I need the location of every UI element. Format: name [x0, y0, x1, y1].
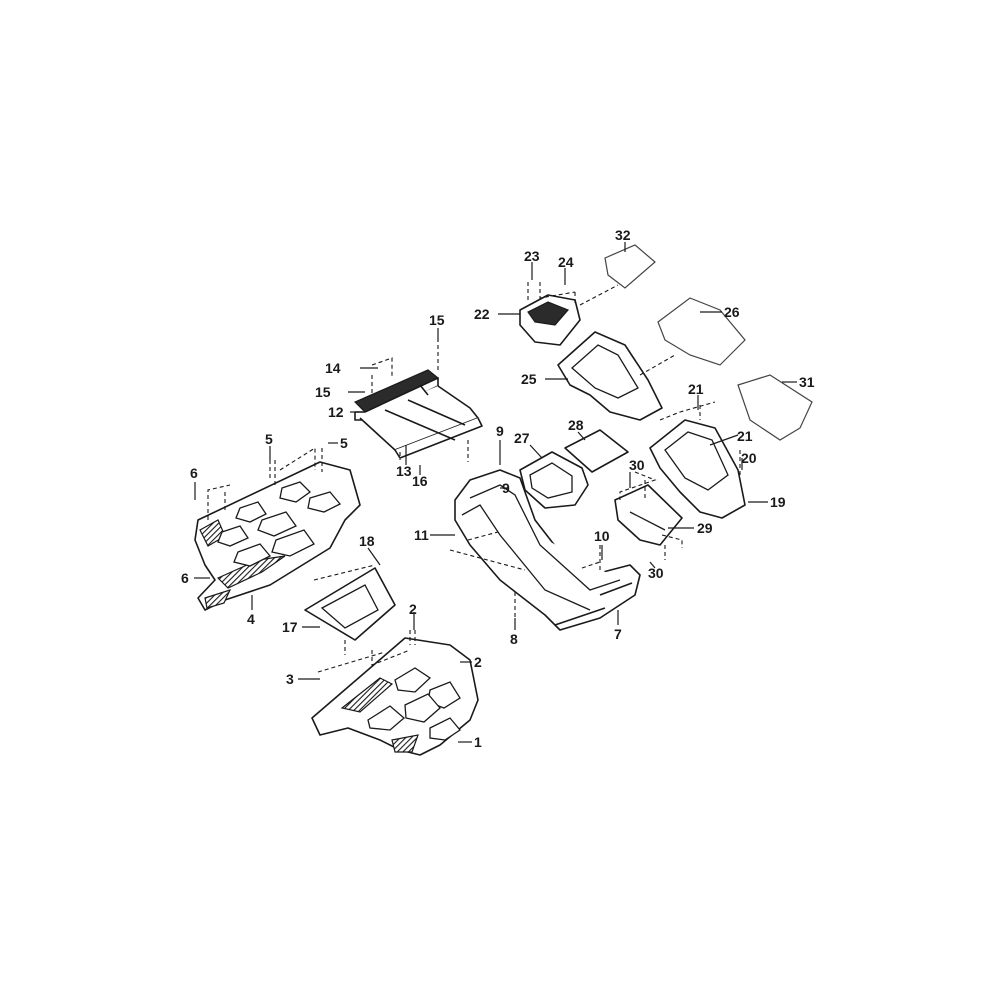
callout-12: 12 [328, 404, 344, 420]
callout-29: 29 [697, 520, 713, 536]
callout-25: 25 [521, 371, 537, 387]
part-25-center-console [557, 331, 663, 421]
callout-24: 24 [558, 254, 574, 270]
part-4-left-floor-panel [194, 461, 361, 611]
callout-8: 8 [510, 631, 518, 647]
part-12-frame [353, 369, 483, 459]
callout-11: 11 [414, 527, 429, 543]
part-32-mat [604, 244, 656, 289]
callout-6-a: 6 [190, 465, 198, 481]
callout-1: 1 [474, 734, 482, 750]
callout-2-b: 2 [474, 654, 482, 670]
callout-15-b: 15 [315, 384, 331, 400]
callout-31: 31 [799, 374, 815, 390]
part-27-tray [519, 451, 589, 509]
callout-14: 14 [325, 360, 341, 376]
callout-30-b: 30 [648, 565, 664, 581]
callout-28: 28 [568, 417, 584, 433]
part-28-mat [564, 429, 629, 473]
part-1-front-floor-panel [311, 637, 479, 756]
callout-4: 4 [247, 611, 255, 627]
callout-13: 13 [396, 463, 412, 479]
part-19-rear-box [649, 419, 746, 519]
callout-5-a: 5 [265, 431, 273, 447]
callout-23: 23 [524, 248, 540, 264]
callout-18: 18 [359, 533, 375, 549]
callout-16: 16 [412, 473, 428, 489]
callout-5-b: 5 [340, 435, 348, 451]
callout-2-a: 2 [409, 601, 417, 617]
callout-21-a: 21 [688, 381, 704, 397]
callout-15-a: 15 [429, 312, 445, 328]
callout-30-a: 30 [629, 457, 645, 473]
assembly-lines [207, 282, 741, 673]
callout-9-a: 9 [496, 423, 504, 439]
part-7-rail-assembly [454, 469, 641, 631]
callout-21-b: 21 [737, 428, 753, 444]
callout-26: 26 [724, 304, 740, 320]
callout-6-b: 6 [181, 570, 189, 586]
callout-20: 20 [741, 450, 757, 466]
callouts: 1 2 2 3 4 5 5 6 6 7 8 9 9 10 11 12 13 14… [181, 227, 815, 750]
callout-32: 32 [615, 227, 631, 243]
callout-19: 19 [770, 494, 786, 510]
callout-17: 17 [282, 619, 298, 635]
part-26-mat [657, 297, 746, 366]
part-29-mat [614, 484, 683, 546]
callout-7: 7 [614, 626, 622, 642]
callout-22: 22 [474, 306, 490, 322]
callout-9-b: 9 [502, 480, 510, 496]
part-31-mat [737, 374, 813, 441]
leader-lines [194, 242, 797, 743]
part-22-upper-box [519, 294, 581, 346]
callout-3: 3 [286, 671, 294, 687]
callout-10: 10 [594, 528, 610, 544]
callout-27: 27 [514, 430, 530, 446]
part-17-plate [304, 567, 396, 641]
